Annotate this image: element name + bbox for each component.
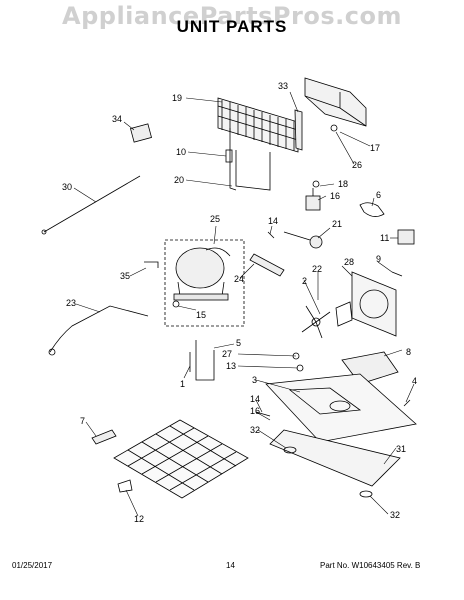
bracket-2 — [335, 301, 353, 327]
screw-4 — [403, 399, 411, 407]
grommet-15 — [172, 300, 180, 308]
callout-8: 8 — [406, 347, 411, 357]
base-pan-3 — [265, 373, 417, 443]
connector-11 — [397, 229, 415, 245]
leader-lines — [73, 91, 415, 517]
callout-7: 7 — [80, 416, 85, 426]
drier-25 — [249, 253, 285, 277]
tube-23 — [235, 150, 271, 191]
callout-29: 28 — [344, 257, 354, 267]
callout-3: 3 — [252, 375, 257, 385]
clip-12 — [117, 479, 133, 493]
drain-pan-31 — [269, 429, 401, 487]
wire-harness-24 — [49, 305, 149, 353]
pad-34 — [130, 123, 152, 143]
fan-blade-22 — [301, 305, 331, 339]
callout-1: 1 — [180, 379, 185, 389]
footer-date: 01/25/2017 — [12, 561, 53, 570]
tube-7 — [91, 429, 117, 445]
callout-14-top: 14 — [268, 216, 278, 226]
callout-24: 23 — [66, 298, 76, 308]
callout-35: 35 — [120, 271, 130, 281]
callout-9: 9 — [376, 254, 381, 264]
callout-22: 22 — [312, 264, 322, 274]
callout-32-bottom: 32 — [390, 510, 400, 520]
footer-page-number: 14 — [226, 561, 235, 570]
wire-harness-30 — [43, 175, 141, 233]
page-title: UNIT PARTS — [176, 17, 288, 36]
foot-32-top — [283, 446, 297, 454]
foot-32-bottom — [359, 490, 373, 498]
callout-31: 31 — [396, 444, 406, 454]
callout-19: 18 — [338, 179, 348, 189]
callout-21: 21 — [332, 219, 342, 229]
callout-17: 16 — [330, 191, 340, 201]
footer-part-number: Part No. W10643405 Rev. B — [320, 561, 421, 570]
callout-28: 27 — [222, 349, 232, 359]
callout-23: 20 — [174, 175, 184, 185]
callout-34: 34 — [112, 114, 122, 124]
compressor — [173, 247, 231, 301]
callout-6: 6 — [376, 190, 381, 200]
callout-2: 2 — [302, 276, 307, 286]
screw-27 — [330, 124, 338, 132]
callout-5: 5 — [236, 338, 241, 348]
callout-32-top: 32 — [250, 425, 260, 435]
valve-19-17 — [305, 180, 321, 211]
callout-13: 13 — [226, 361, 236, 371]
callout-26: 25 — [210, 214, 220, 224]
fan-motor-21 — [283, 231, 323, 249]
clip-35 — [144, 261, 159, 268]
screw-9 — [391, 271, 403, 277]
part-16 — [255, 411, 271, 417]
condensate-heater-grid — [113, 419, 249, 499]
callout-33: 33 — [278, 81, 288, 91]
callout-30: 30 — [62, 182, 72, 192]
tube-clip — [294, 109, 303, 151]
condenser-coil — [217, 97, 299, 153]
callout-16: 16 — [250, 406, 260, 416]
tube-10 — [229, 128, 237, 191]
callout-14-bottom: 14 — [250, 394, 260, 404]
compressor-assembly-box — [164, 239, 245, 327]
callout-11: 11 — [380, 233, 389, 243]
watermark: AppliancePartsPros.com — [62, 2, 402, 30]
callout-20: 19 — [172, 93, 182, 103]
fan-shroud-29 — [351, 271, 397, 337]
callout-18: 17 — [370, 143, 380, 153]
callout-15: 15 — [196, 310, 206, 320]
clip-6 — [359, 202, 385, 217]
tube-5 — [195, 340, 215, 381]
screw-14-top — [267, 231, 275, 239]
callout-10: 10 — [176, 147, 186, 157]
callout-4: 4 — [412, 376, 417, 386]
callout-27: 26 — [352, 160, 362, 170]
callout-25: 24 — [234, 274, 244, 284]
mounting-bracket — [304, 77, 367, 127]
callout-12: 12 — [134, 514, 144, 524]
